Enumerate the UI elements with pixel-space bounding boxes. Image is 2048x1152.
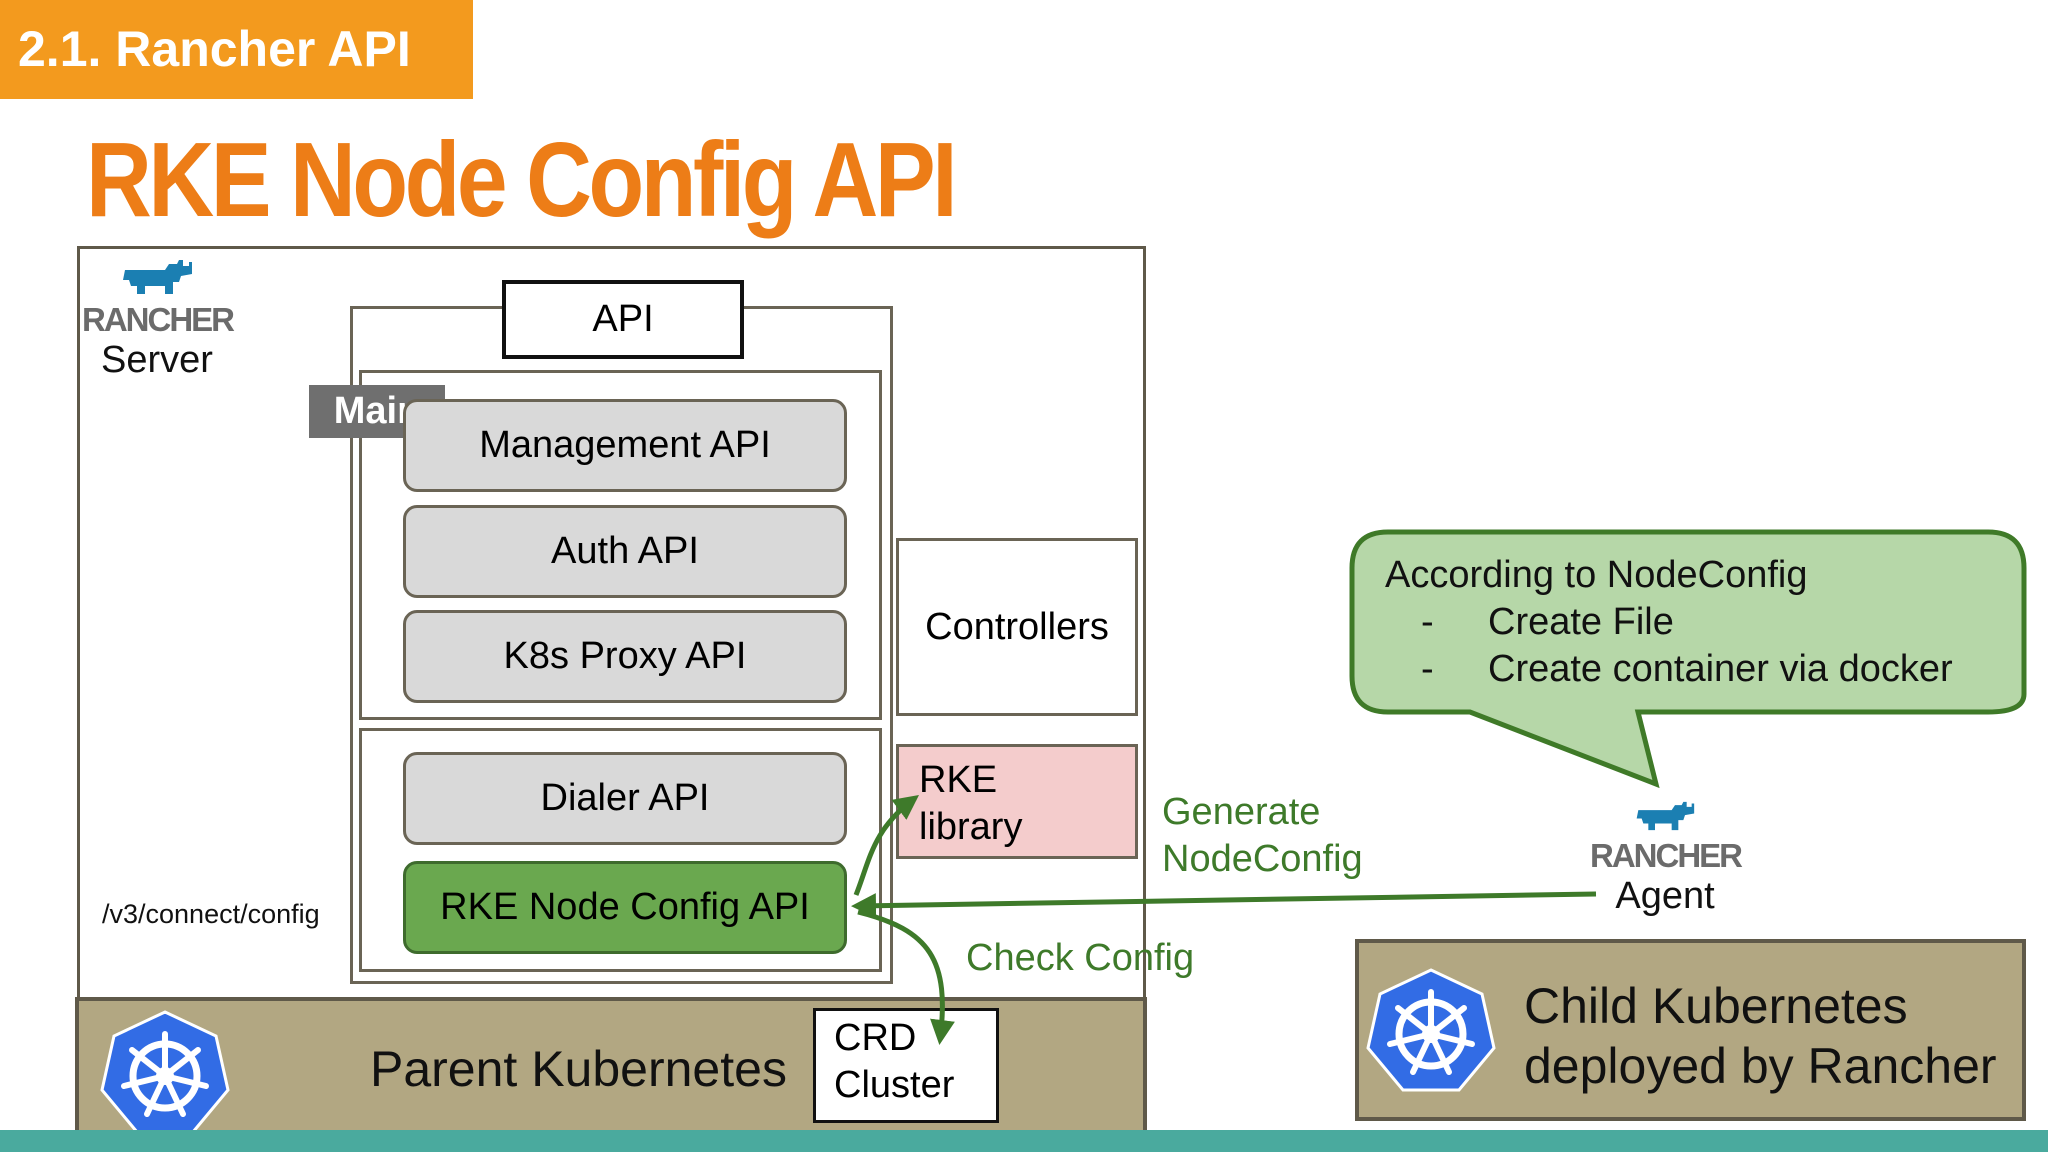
rke-library-line2: library [919,806,1023,848]
bullet: - [1421,648,1434,690]
agent-request-arrow [851,891,1597,919]
server-label: Server [101,339,213,381]
crd-line1: CRD [834,1017,917,1059]
generate-arrow [853,795,920,896]
kubernetes-helm-icon [100,1010,230,1134]
k8s-proxy-api-box: K8s Proxy API [403,610,847,703]
agent-brand: RANCHER [1590,837,1743,874]
rancher-brand: RANCHER [82,301,235,338]
callout-heading: According to NodeConfig [1385,554,1808,596]
endpoint-label: /v3/connect/config [102,899,320,929]
crd-line2: Cluster [834,1064,955,1106]
rancher-logo-icon [123,260,192,294]
auth-api-box: Auth API [403,505,847,598]
check-config-label: Check Config [966,937,1195,979]
management-api-box: Management API [403,399,847,492]
crd-cluster-box: CRD Cluster [813,1008,999,1123]
kubernetes-helm-icon [1366,968,1496,1092]
check-config-arrow [857,909,955,1045]
callout-bubble [1349,529,2027,789]
generate-line1: Generate [1162,791,1321,833]
rke-node-config-api-box: RKE Node Config API [403,861,847,954]
child-kubernetes-line1: Child Kubernetes [1524,978,1908,1034]
bottom-bar [0,1130,2048,1152]
rancher-agent-logo: RANCHER Agent [1590,800,1743,918]
child-kubernetes-label: Child Kubernetes deployed by Rancher [1524,976,1997,1096]
rancher-logo-icon [1636,801,1695,831]
bullet: - [1421,601,1434,643]
agent-label: Agent [1615,875,1715,917]
callout-item: - Create File [1385,599,1953,646]
api-header: API [502,280,744,359]
callout-item: - Create container via docker [1385,646,1953,693]
controllers-box: Controllers [896,538,1138,716]
rancher-server-logo: RANCHER Server [82,258,235,382]
callout-item-text: Create container via docker [1488,648,1953,690]
parent-kubernetes-label: Parent Kubernetes [370,1041,787,1097]
slide-title: RKE Node Config API [86,121,958,239]
callout-item-text: Create File [1488,601,1674,643]
child-kubernetes-line2: deployed by Rancher [1524,1038,1997,1094]
generate-line2: NodeConfig [1162,838,1363,880]
section-tag: 2.1. Rancher API [0,0,473,99]
callout-content: According to NodeConfig - Create File - Cr… [1385,552,1953,693]
rke-library-line1: RKE [919,759,998,801]
generate-label: Generate NodeConfig [1162,789,1363,883]
dialer-api-box: Dialer API [403,752,847,845]
